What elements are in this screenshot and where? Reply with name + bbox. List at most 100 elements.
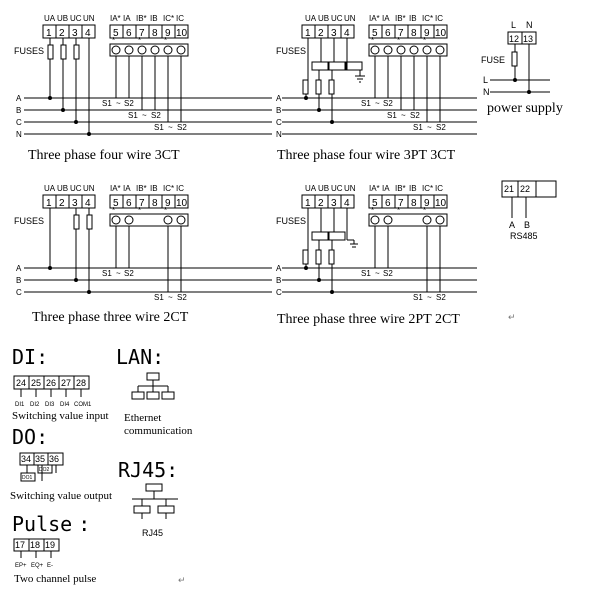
svg-text:*: * xyxy=(112,206,115,215)
svg-text:8: 8 xyxy=(411,198,417,209)
svg-text:UB: UB xyxy=(57,184,68,193)
svg-text:22: 22 xyxy=(520,184,530,194)
network-icon xyxy=(131,372,175,400)
svg-text:L: L xyxy=(511,20,516,30)
svg-text:8: 8 xyxy=(152,198,158,209)
svg-text:EP+: EP+ xyxy=(15,563,27,569)
svg-text:1: 1 xyxy=(46,198,52,209)
svg-text:2: 2 xyxy=(318,198,324,209)
rj45-caption: RJ45 xyxy=(142,528,164,538)
svg-text:N: N xyxy=(16,130,22,139)
svg-text:28: 28 xyxy=(76,378,86,388)
svg-text:IA: IA xyxy=(382,14,390,23)
svg-text:B: B xyxy=(16,276,21,285)
svg-text:IC*: IC* xyxy=(163,184,174,193)
svg-text:6: 6 xyxy=(126,28,132,39)
svg-text:~: ~ xyxy=(142,111,147,120)
ct-screw-bar xyxy=(109,43,189,57)
caption-3w-2ct: Three phase three wire 2CT xyxy=(32,310,189,325)
svg-text:A: A xyxy=(276,94,282,103)
pulse-title-colon: : xyxy=(78,512,91,536)
svg-text:6: 6 xyxy=(126,198,132,209)
svg-text:34: 34 xyxy=(21,454,31,464)
svg-text:C: C xyxy=(16,118,22,127)
svg-text:B: B xyxy=(524,220,530,230)
svg-text:5: 5 xyxy=(372,28,378,39)
svg-text:10: 10 xyxy=(435,198,447,209)
label-ib-star: IB* xyxy=(136,14,147,23)
svg-text:IA: IA xyxy=(123,184,131,193)
svg-text:FUSES: FUSES xyxy=(14,216,44,226)
svg-text:~: ~ xyxy=(375,269,380,278)
label-ic-star: IC* xyxy=(163,14,174,23)
svg-text:~: ~ xyxy=(116,269,121,278)
svg-text:UC: UC xyxy=(70,184,82,193)
svg-text:10: 10 xyxy=(176,198,188,209)
svg-text:*: * xyxy=(371,36,374,45)
svg-text:N: N xyxy=(526,20,533,30)
svg-text:UA: UA xyxy=(44,184,56,193)
svg-text:IA*: IA* xyxy=(369,184,380,193)
svg-text:*: * xyxy=(164,206,167,215)
svg-text:N: N xyxy=(276,130,282,139)
svg-text:C: C xyxy=(276,288,282,297)
svg-text:FUSE: FUSE xyxy=(481,55,505,65)
lan-network-icon xyxy=(130,372,180,408)
svg-text:1: 1 xyxy=(46,28,52,39)
svg-text:*: * xyxy=(112,36,115,45)
caption-4w-3pt-3ct: Three phase four wire 3PT 3CT xyxy=(277,148,456,163)
svg-text:UN: UN xyxy=(83,184,95,193)
label-un: UN xyxy=(83,14,95,23)
svg-text:5: 5 xyxy=(113,198,119,209)
do-title: DO: xyxy=(12,425,49,449)
pulse-caption: Two channel pulse xyxy=(14,573,97,585)
svg-text:S1: S1 xyxy=(102,99,112,108)
svg-text:S2: S2 xyxy=(177,293,187,302)
rj45-network-icon xyxy=(130,483,182,523)
svg-text:9: 9 xyxy=(424,198,430,209)
svg-text:21: 21 xyxy=(504,184,514,194)
svg-text:S1: S1 xyxy=(154,293,164,302)
svg-text:*: * xyxy=(138,36,141,45)
do-caption: Switching value output xyxy=(10,490,113,502)
svg-text:36: 36 xyxy=(49,454,59,464)
svg-text:S1: S1 xyxy=(361,99,371,108)
svg-text:A: A xyxy=(16,94,22,103)
svg-text:UB: UB xyxy=(318,184,329,193)
svg-text:IB: IB xyxy=(150,184,158,193)
svg-text:*: * xyxy=(423,36,426,45)
svg-text:IA*: IA* xyxy=(369,14,380,23)
pulse-title: Pulse: xyxy=(12,512,90,536)
svg-text:C: C xyxy=(16,288,22,297)
svg-text:UN: UN xyxy=(344,184,356,193)
svg-text:1: 1 xyxy=(305,28,311,39)
svg-text:S2: S2 xyxy=(383,269,393,278)
svg-text:3: 3 xyxy=(72,198,78,209)
svg-text:IA*: IA* xyxy=(110,184,121,193)
svg-text:~: ~ xyxy=(401,111,406,120)
paragraph-mark: ↵ xyxy=(508,312,516,322)
svg-text:IB*: IB* xyxy=(395,14,406,23)
pulse-title-text: Pulse xyxy=(12,512,73,536)
svg-text:25: 25 xyxy=(31,378,41,388)
svg-text:12: 12 xyxy=(509,34,519,44)
svg-text:IC: IC xyxy=(176,184,184,193)
di-caption: Switching value input xyxy=(12,410,109,422)
svg-text:S2: S2 xyxy=(436,293,446,302)
svg-text:7: 7 xyxy=(139,28,145,39)
svg-text:DO1: DO1 xyxy=(22,475,33,481)
svg-text:19: 19 xyxy=(45,540,55,550)
svg-text:S2: S2 xyxy=(124,269,134,278)
svg-text:IB*: IB* xyxy=(395,184,406,193)
svg-text:S1: S1 xyxy=(128,111,138,120)
svg-text:4: 4 xyxy=(85,198,91,209)
